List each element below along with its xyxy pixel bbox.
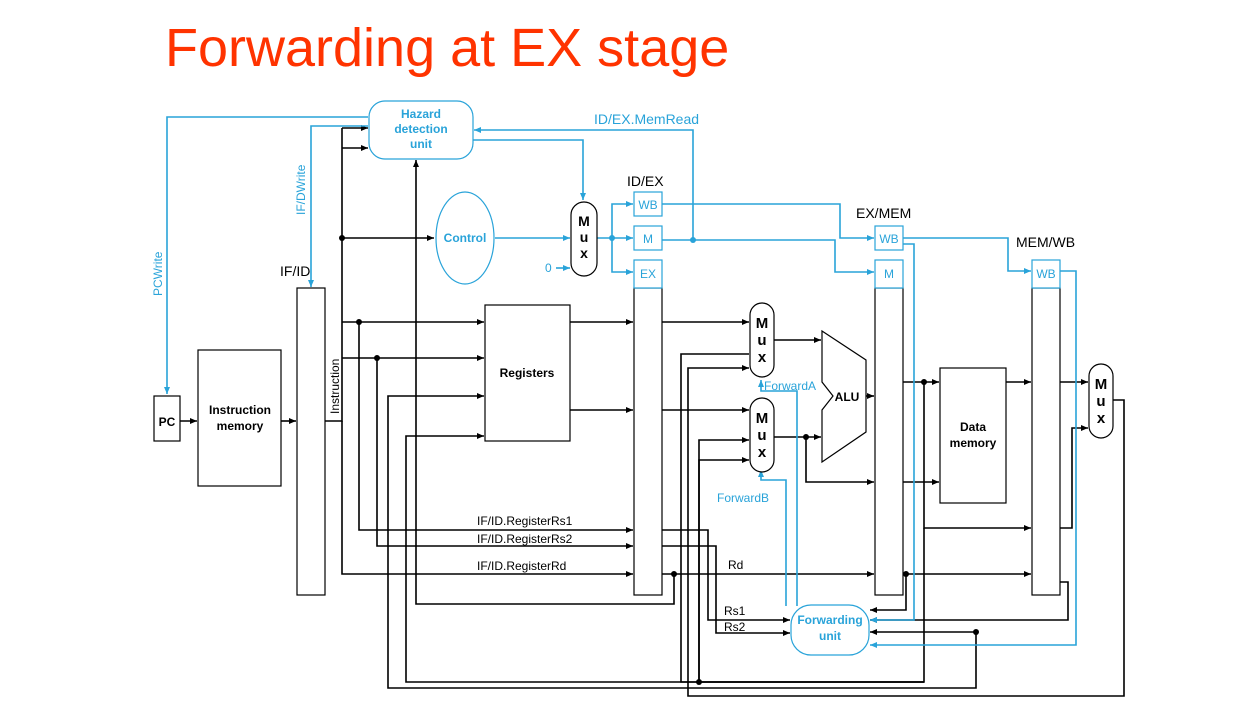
rd-field-label: IF/ID.RegisterRd: [477, 559, 566, 573]
wb-mux-x: x: [1097, 410, 1106, 427]
ex-mem-wb-field: [874, 225, 904, 251]
forward-b-mux-u: u: [757, 427, 766, 444]
alu: [821, 329, 867, 464]
hazard-label-2: detection: [394, 122, 447, 136]
wb-mux-u: u: [1096, 393, 1105, 410]
hazard-mux-u: u: [580, 229, 589, 245]
instruction-label: Instruction: [328, 359, 342, 414]
data-memory-label-1: Data: [960, 420, 986, 434]
forward-a-mux-m: M: [756, 315, 769, 332]
id-ex-m-label: M: [643, 232, 653, 246]
registers-label: Registers: [500, 366, 555, 380]
forward-b-mux-x: x: [758, 444, 767, 461]
hazard-label-3: unit: [410, 137, 432, 151]
ex-mem-wb-label: WB: [879, 232, 898, 246]
pcwrite-label: PCWrite: [151, 251, 165, 296]
id-ex-wb-field: [633, 191, 663, 217]
mem-wb-wb-label: WB: [1036, 267, 1055, 281]
hazard-mux-x: x: [580, 245, 588, 261]
hazard-mux-m: M: [578, 213, 590, 229]
pc-register: [153, 395, 181, 442]
id-ex-m-field: [633, 225, 663, 251]
zero-input-label: 0: [545, 261, 552, 275]
instruction-memory-label-1: Instruction: [209, 403, 271, 417]
rs1-field-label: IF/ID.RegisterRs1: [477, 514, 573, 528]
hazard-mux: [570, 201, 598, 277]
mem-wb-wb-field: [1031, 259, 1061, 289]
forwarding-label-1: Forwarding: [797, 613, 862, 627]
ex-mem-m-field: [874, 259, 904, 289]
if-id-register: [296, 287, 326, 596]
forward-a-label: ForwardA: [764, 379, 816, 393]
forward-a-mux: [749, 302, 775, 378]
forwarding-unit: [790, 604, 870, 656]
wb-mux-m: M: [1095, 376, 1108, 393]
mem-wb-label: MEM/WB: [1016, 234, 1075, 250]
control-wires: [164, 116, 1077, 648]
slide-title: Forwarding at EX stage: [165, 18, 730, 78]
instruction-memory-label-2: memory: [217, 419, 264, 433]
data-wires: [180, 125, 1125, 697]
rs1-label: Rs1: [724, 604, 746, 618]
alu-label: ALU: [835, 390, 860, 404]
id-ex-register: [633, 287, 663, 596]
forward-b-mux-m: M: [756, 410, 769, 427]
hazard-label-1: Hazard: [401, 107, 441, 121]
rd-label: Rd: [728, 558, 743, 572]
pc-label: PC: [159, 415, 176, 429]
forwarding-label-2: unit: [819, 629, 841, 643]
id-ex-ex-label: EX: [640, 267, 656, 281]
forward-b-mux: [749, 397, 775, 473]
id-ex-label: ID/EX: [627, 173, 664, 189]
data-memory-label-2: memory: [950, 436, 997, 450]
ex-mem-register: [874, 287, 904, 596]
id-ex-wb-label: WB: [638, 198, 657, 212]
forward-a-mux-x: x: [758, 349, 767, 366]
if-id-label: IF/ID: [280, 263, 310, 279]
control-label: Control: [444, 231, 487, 245]
rs2-field-label: IF/ID.RegisterRs2: [477, 532, 573, 546]
mem-wb-register: [1031, 287, 1061, 596]
forward-a-mux-u: u: [757, 332, 766, 349]
hazard-detection-unit: [368, 100, 474, 160]
rs2-label: Rs2: [724, 620, 746, 634]
write-back-mux: [1088, 363, 1114, 439]
junction-dots: [339, 235, 979, 685]
data-memory: [939, 367, 1007, 504]
id-ex-ex-field: [633, 259, 663, 289]
register-file: [484, 304, 571, 442]
ex-mem-m-label: M: [884, 267, 894, 281]
forward-b-label: ForwardB: [717, 491, 769, 505]
memread-label: ID/EX.MemRead: [594, 111, 699, 127]
if-dwrite-label: IF/DWrite: [294, 164, 308, 215]
ex-mem-label: EX/MEM: [856, 205, 911, 221]
instruction-memory: [197, 349, 282, 487]
control-unit: [435, 191, 495, 285]
